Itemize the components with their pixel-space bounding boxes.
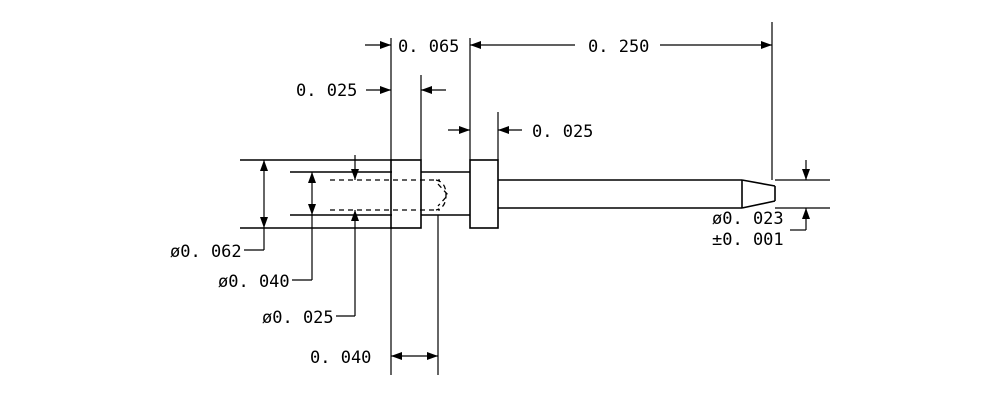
dim-flange-width: 0. 025: [448, 122, 593, 142]
dim-flange-width-label: 0. 025: [532, 122, 593, 142]
extension-lines: [390, 22, 773, 375]
dim-overall-length-label: 0. 250: [588, 37, 649, 57]
dim-collar-offset-label: 0. 065: [398, 37, 459, 57]
hidden-bore: [330, 179, 449, 211]
dim-pin-dia: ø0. 023 ±0. 001: [712, 160, 810, 250]
dim-dia-outer-label: ø0. 062: [170, 242, 242, 262]
dim-dia-inner: ø0. 025: [262, 155, 359, 328]
dim-tail-length-label: 0. 040: [310, 348, 371, 368]
part-outline: [240, 159, 830, 229]
dim-collar-offset: 0. 065: [365, 37, 459, 57]
dim-overall-length: 0. 250: [470, 37, 772, 57]
dim-dia-mid-label: ø0. 040: [218, 272, 290, 292]
dim-dia-inner-label: ø0. 025: [262, 308, 334, 328]
dim-pin-tol-label: ±0. 001: [712, 230, 784, 250]
dim-tail-width-label: 0. 025: [296, 81, 357, 101]
dim-dia-mid: ø0. 040: [218, 172, 316, 292]
dim-dia-outer: ø0. 062: [170, 160, 268, 262]
dim-tail-width: 0. 025: [296, 81, 446, 101]
dim-tail-length: 0. 040: [310, 348, 438, 368]
dim-pin-dia-label: ø0. 023: [712, 209, 784, 229]
